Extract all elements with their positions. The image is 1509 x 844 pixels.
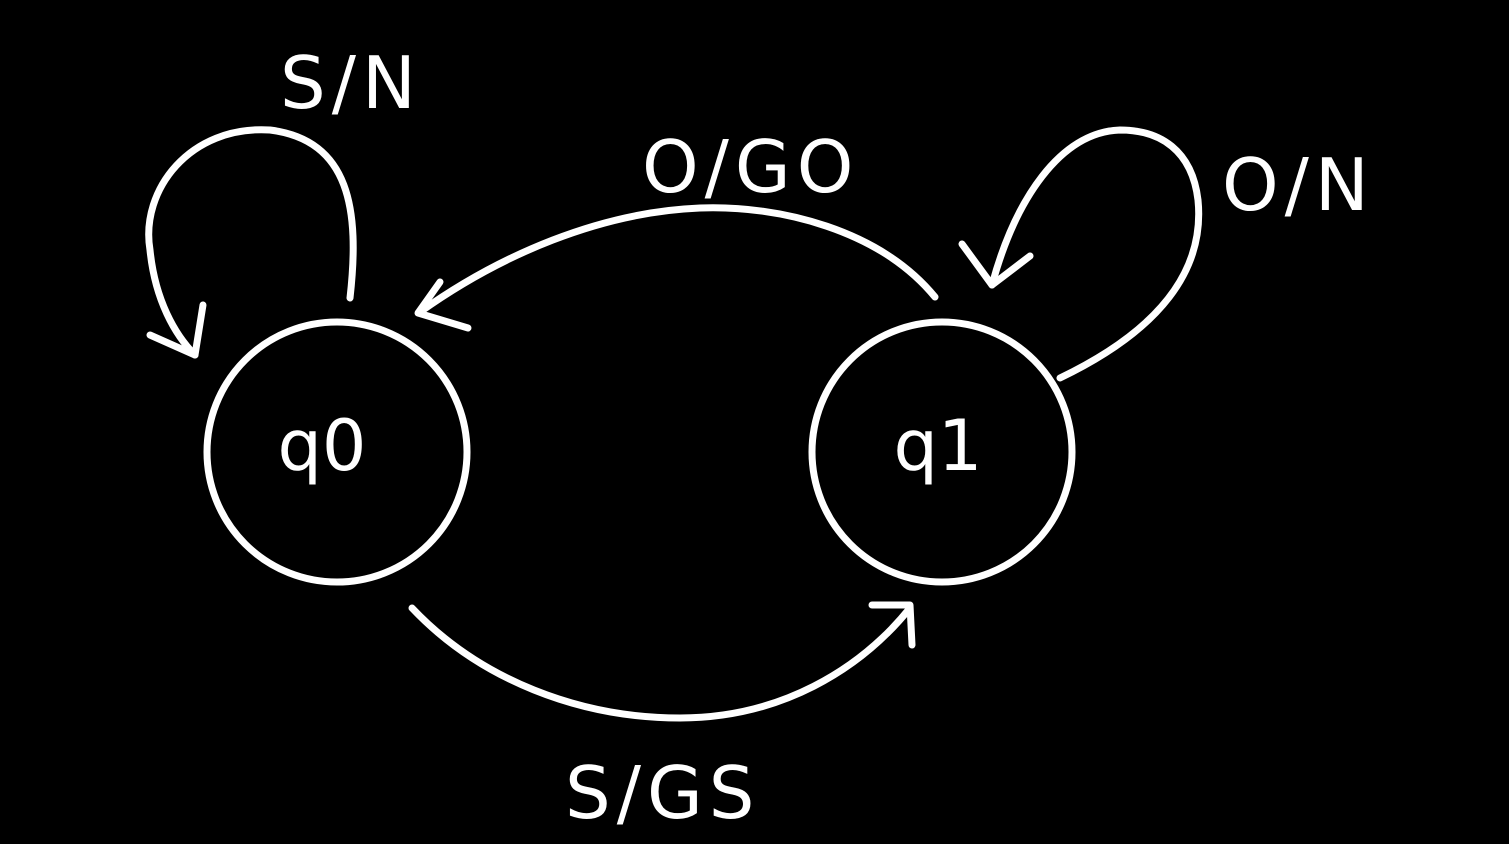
transition-q1-to-q0-arrowhead bbox=[414, 278, 472, 332]
transition-q0-to-q1-arc bbox=[408, 604, 914, 722]
state-q1-circle bbox=[808, 318, 1076, 586]
transition-q1-self-arrowhead bbox=[958, 240, 1034, 289]
transition-q0-self-arrowhead bbox=[146, 301, 207, 359]
transition-q0-to-q1-label: S/GS bbox=[565, 751, 760, 835]
transition-q1-self-label: O/N bbox=[1222, 143, 1375, 227]
state-q0-circle bbox=[203, 318, 471, 586]
transition-q1-self: O/N bbox=[958, 126, 1375, 382]
transition-q1-to-q0-arc bbox=[416, 204, 939, 316]
transition-q1-to-q0-label: O/GO bbox=[642, 125, 859, 209]
transition-q0-to-q1: S/GS bbox=[408, 601, 916, 835]
transition-q1-to-q0: O/GO bbox=[414, 125, 939, 332]
transition-q1-self-arc bbox=[988, 126, 1203, 382]
state-q0-label: q0 bbox=[278, 405, 367, 487]
transition-q0-self-label: S/N bbox=[280, 41, 422, 125]
state-q0: q0 bbox=[203, 318, 471, 586]
transition-q0-self-arc bbox=[145, 126, 357, 359]
transition-q0-to-q1-arrowhead bbox=[868, 601, 916, 649]
transition-q0-self: S/N bbox=[145, 41, 422, 359]
state-q1: q1 bbox=[808, 318, 1076, 586]
state-q1-label: q1 bbox=[894, 405, 983, 487]
